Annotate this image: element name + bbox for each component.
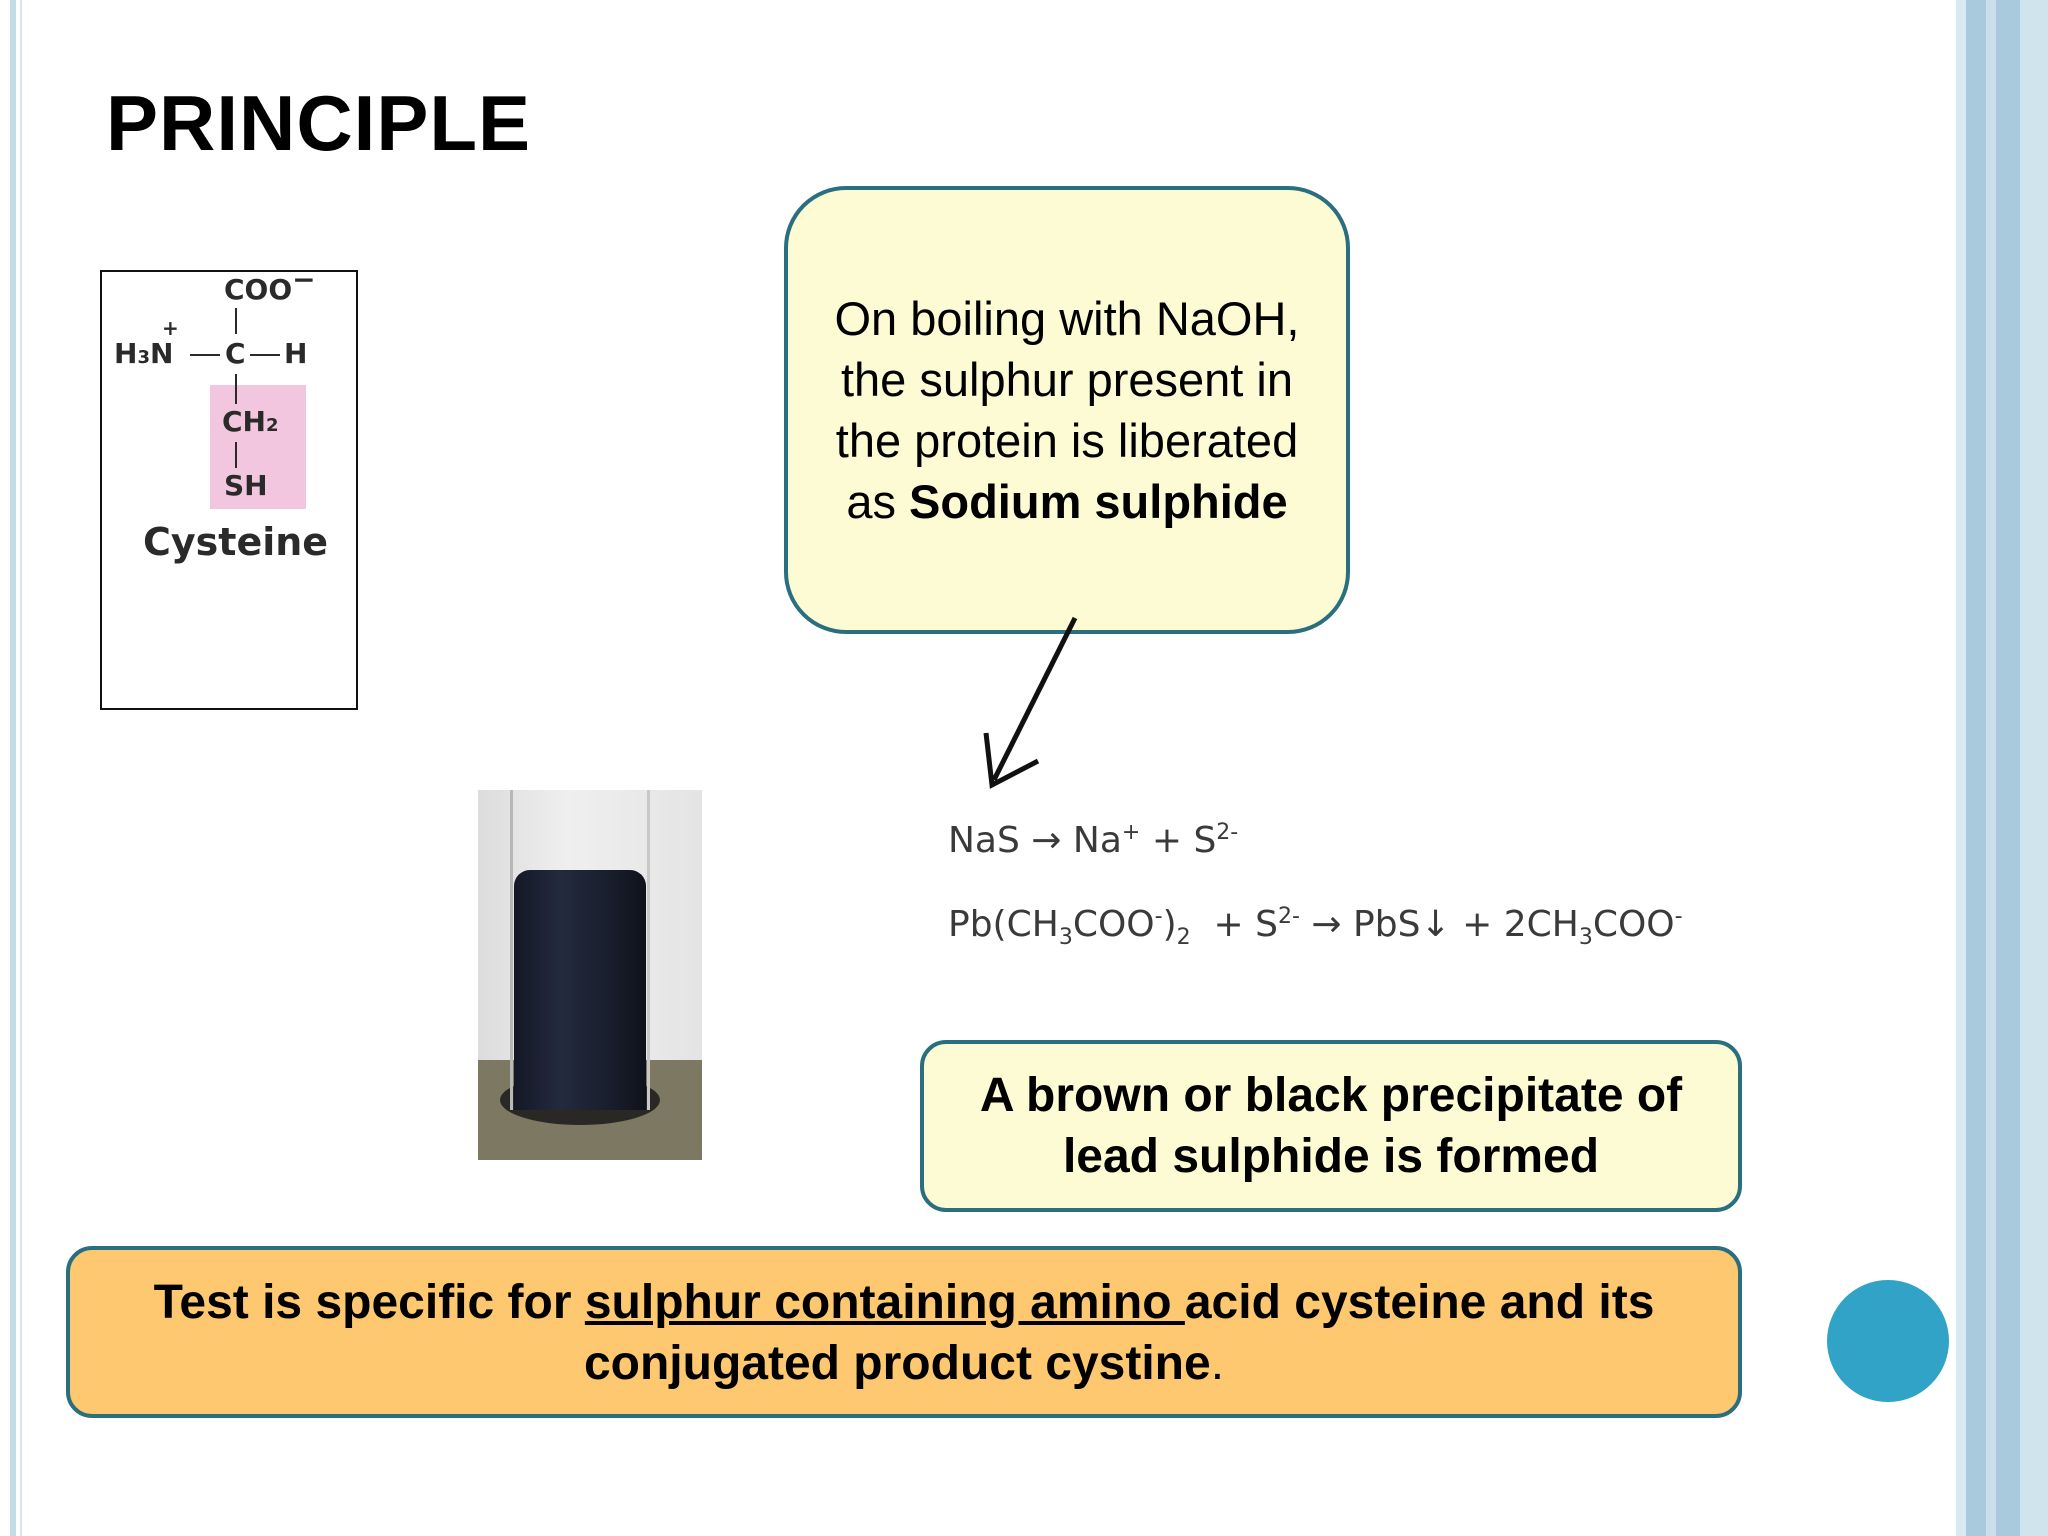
frame-left-rail-thin xyxy=(20,0,22,1536)
test-tube xyxy=(510,790,650,1110)
methylene-label: CH2 xyxy=(222,405,279,438)
cysteine-name: Cysteine xyxy=(143,520,329,564)
equation-1: NaS → Na+ + S2- xyxy=(948,820,1239,861)
thiol-label: SH xyxy=(224,469,268,502)
frame-right-rail xyxy=(1986,0,1996,1536)
black-precipitate xyxy=(514,870,646,1110)
callout-bold-term: Sodium sulphide xyxy=(909,475,1288,528)
frame-left-rail xyxy=(10,0,16,1536)
frame-right-rail xyxy=(2020,0,2048,1536)
hydrogen-label: H xyxy=(284,337,308,370)
slide-title: PRINCIPLE xyxy=(106,79,532,167)
specificity-note: Test is specific for sulphur containing … xyxy=(66,1246,1742,1418)
bond xyxy=(250,354,280,356)
amine-label: H3N xyxy=(114,337,174,370)
principle-callout: On boiling with NaOH, the sulphur presen… xyxy=(784,186,1350,634)
result-callout: A brown or black precipitate of lead sul… xyxy=(920,1040,1742,1212)
frame-right-rail xyxy=(1966,0,1986,1536)
bond xyxy=(235,374,237,404)
side-chain-highlight xyxy=(210,385,306,509)
note-period: . xyxy=(1210,1337,1225,1390)
note-underlined-text: sulphur containing amino xyxy=(584,1276,1185,1329)
note-text: acid cysteine and its conjugated product… xyxy=(583,1276,1655,1390)
frame-right-rail xyxy=(1996,0,2020,1536)
amine-charge: + xyxy=(162,316,179,340)
note-text: Test is specific for xyxy=(153,1276,585,1329)
arrow-icon xyxy=(983,616,1078,789)
bond xyxy=(235,308,237,334)
carboxylate-label: COO− xyxy=(224,263,316,306)
decorative-circle xyxy=(1827,1280,1949,1402)
callout-text: On boiling with NaOH, the sulphur presen… xyxy=(834,292,1300,528)
frame-right-rail xyxy=(1956,0,1966,1536)
bond xyxy=(190,354,220,356)
alpha-carbon-label: C xyxy=(225,337,246,370)
result-text: A brown or black precipitate of lead sul… xyxy=(979,1069,1683,1183)
bond xyxy=(235,442,237,468)
equation-2: Pb(CH3COO-)2 + S2- → PbS↓ + 2CH3COO- xyxy=(948,904,1683,951)
